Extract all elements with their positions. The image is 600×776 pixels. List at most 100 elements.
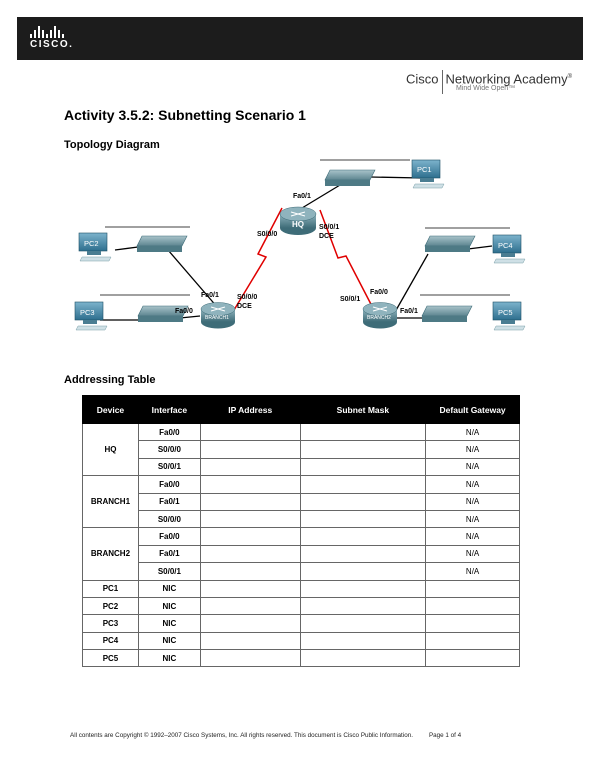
gateway-cell: N/A [425, 544, 520, 564]
academy-mark: ® [567, 74, 573, 80]
ip-address-cell[interactable] [199, 614, 301, 633]
ip-address-cell[interactable] [199, 544, 301, 564]
port-label: DCE [319, 233, 334, 240]
device-cell: HQ [82, 422, 139, 477]
page-title: Activity 3.5.2: Subnetting Scenario 1 [64, 107, 306, 123]
ip-address-cell[interactable] [199, 492, 301, 511]
device-label-hq: HQ [292, 220, 304, 229]
subnet-mask-cell[interactable] [299, 596, 427, 616]
device-cell: PC1 [82, 579, 139, 598]
gateway-cell[interactable] [425, 596, 520, 616]
gateway-cell: N/A [425, 475, 520, 494]
gateway-cell[interactable] [425, 579, 520, 598]
device-cell: PC4 [82, 631, 139, 651]
pc-icon [74, 301, 108, 331]
subnet-mask-cell[interactable] [299, 649, 427, 668]
topology-heading: Topology Diagram [64, 139, 160, 151]
ip-address-cell[interactable] [199, 562, 301, 581]
ip-address-cell[interactable] [199, 457, 301, 477]
port-label: Fa0/0 [175, 308, 193, 315]
interface-cell: S0/0/0 [137, 509, 201, 529]
subnet-mask-cell[interactable] [299, 544, 427, 564]
interface-cell: NIC [137, 596, 201, 616]
port-label: Fa0/1 [293, 193, 311, 200]
switch-icon [424, 235, 476, 252]
ip-address-cell[interactable] [199, 579, 301, 598]
interface-cell: NIC [137, 649, 201, 668]
interface-cell: Fa0/0 [137, 475, 201, 494]
table-row: S0/0/0 N/A [83, 440, 520, 459]
router-icon [279, 206, 317, 235]
copyright-text: All contents are Copyright © 1992–2007 C… [70, 732, 413, 739]
serial-link-hq-branch1 [233, 207, 283, 311]
subnet-mask-cell[interactable] [299, 631, 427, 651]
table-row: PC1 NIC [82, 579, 520, 598]
gateway-cell[interactable] [425, 614, 520, 633]
gateway-cell: N/A [425, 509, 520, 529]
pc-icon [492, 301, 526, 331]
port-label: Fa0/1 [400, 308, 418, 315]
topology-diagram: HQ BRANCH1 BRANCH2 PC1 PC2 PC3 PC4 PC5 F… [74, 159, 526, 331]
gateway-cell: N/A [425, 440, 520, 459]
ip-address-cell[interactable] [199, 649, 301, 668]
device-cell: PC3 [82, 614, 139, 633]
subnet-mask-cell[interactable] [299, 527, 427, 546]
subnet-mask-cell[interactable] [299, 492, 427, 511]
ip-address-cell[interactable] [199, 596, 301, 616]
device-label-pc4: PC4 [498, 241, 513, 250]
pc-icon [492, 234, 526, 264]
cisco-bars-icon [30, 26, 90, 38]
gateway-cell: N/A [425, 562, 520, 581]
ip-address-cell[interactable] [199, 422, 301, 442]
academy-name-text: Networking Academy [445, 71, 568, 87]
gateway-cell[interactable] [425, 631, 520, 651]
subnet-mask-cell[interactable] [299, 562, 427, 581]
router-icon [362, 302, 398, 329]
column-header: Subnet Mask [299, 395, 427, 424]
device-label-pc5: PC5 [498, 308, 513, 317]
cisco-wordmark: CISCO. [30, 39, 74, 50]
port-label: S0/0/1 [340, 296, 360, 303]
interface-cell: S0/0/1 [137, 457, 201, 477]
table-row: PC4 NIC [82, 631, 520, 651]
table-row: PC5 NIC [82, 649, 520, 668]
table-row: PC3 NIC [82, 614, 520, 633]
ip-address-cell[interactable] [199, 475, 301, 494]
subnet-mask-cell[interactable] [299, 579, 427, 598]
device-label-pc3: PC3 [80, 308, 95, 317]
subnet-mask-cell[interactable] [299, 475, 427, 494]
table-row: HQ Fa0/0 N/A [82, 422, 520, 477]
subnet-mask-cell[interactable] [299, 614, 427, 633]
interface-cell: Fa0/0 [137, 422, 201, 442]
port-label: Fa0/0 [370, 289, 388, 296]
ip-address-cell[interactable] [199, 631, 301, 651]
device-label-branch2: BRANCH2 [367, 315, 391, 321]
subnet-mask-cell[interactable] [299, 457, 427, 477]
switch-icon [324, 169, 376, 186]
gateway-cell: N/A [425, 457, 520, 477]
interface-cell: Fa0/0 [137, 527, 201, 546]
device-cell: PC2 [82, 596, 139, 616]
page-number: Page 1 of 4 [428, 732, 462, 739]
subnet-mask-cell[interactable] [299, 422, 427, 442]
column-header: Default Gateway [425, 395, 520, 424]
port-label: S0/0/0 [237, 294, 257, 301]
subnet-mask-cell[interactable] [299, 440, 427, 459]
table-row: S0/0/0 N/A [83, 509, 520, 529]
ip-address-cell[interactable] [199, 509, 301, 529]
switch-icon [136, 235, 188, 252]
gateway-cell: N/A [425, 422, 520, 442]
ip-address-cell[interactable] [199, 440, 301, 459]
column-header: Interface [137, 395, 201, 424]
table-row: BRANCH1 Fa0/0 N/A [82, 475, 520, 529]
port-label: DCE [237, 303, 252, 310]
table-row: Fa0/1 N/A [83, 544, 520, 564]
table-row: PC2 NIC [82, 596, 520, 616]
ip-address-cell[interactable] [199, 527, 301, 546]
interface-cell: Fa0/1 [137, 492, 201, 511]
page-footer: All contents are Copyright © 1992–2007 C… [70, 732, 461, 739]
subnet-mask-cell[interactable] [299, 509, 427, 529]
table-row: S0/0/1 N/A [83, 457, 520, 477]
gateway-cell[interactable] [425, 649, 520, 668]
